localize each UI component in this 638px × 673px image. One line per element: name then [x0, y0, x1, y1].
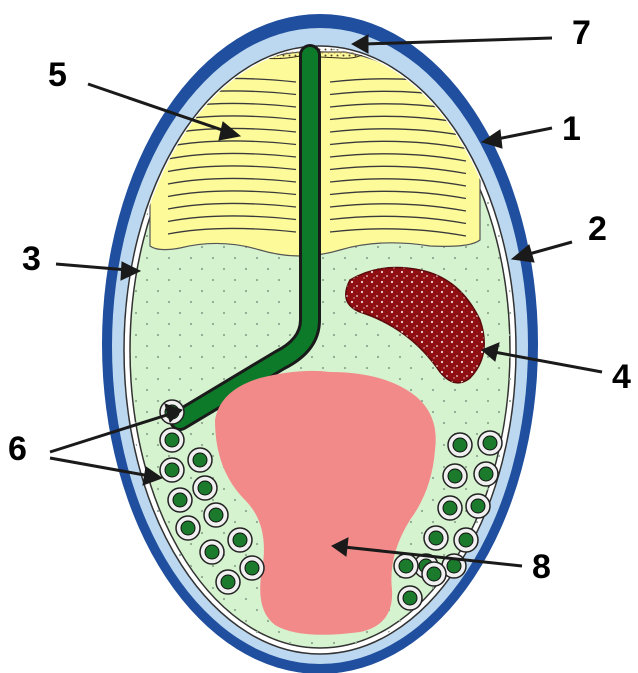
vesicle-core — [165, 463, 179, 477]
vesicle-core — [205, 545, 219, 559]
vesicle — [454, 528, 478, 552]
vesicle — [160, 458, 184, 482]
vesicle — [438, 496, 462, 520]
vesicle-core — [399, 559, 413, 573]
vesicle — [200, 540, 224, 564]
vesicle-core — [479, 467, 493, 481]
vesicle-core — [245, 561, 259, 575]
vesicle-core — [403, 591, 417, 605]
vesicle — [466, 494, 490, 518]
vesicle-core — [209, 508, 223, 522]
vesicle-core — [448, 469, 462, 483]
label-8: 8 — [532, 548, 551, 586]
vesicle-core — [427, 567, 441, 581]
label-1: 1 — [562, 110, 581, 148]
vesicle-core — [165, 433, 179, 447]
vesicle-core — [453, 438, 467, 452]
vesicle — [398, 586, 422, 610]
label-7: 7 — [572, 14, 591, 52]
vesicle — [240, 556, 264, 580]
vesicle-core — [483, 436, 497, 450]
vesicle — [228, 528, 252, 552]
vesicle-core — [221, 575, 235, 589]
vesicle — [424, 526, 448, 550]
vesicle-core — [193, 453, 207, 467]
vesicle — [188, 448, 212, 472]
vesicle-core — [181, 521, 195, 535]
label-5: 5 — [48, 56, 67, 94]
vesicle — [422, 562, 446, 586]
vesicle — [394, 554, 418, 578]
vesicle — [193, 476, 217, 500]
label-3: 3 — [22, 240, 41, 278]
vesicle-core — [429, 531, 443, 545]
label-4: 4 — [612, 358, 631, 396]
vesicle-core — [447, 559, 461, 573]
label-2: 2 — [588, 210, 607, 248]
vesicle — [443, 464, 467, 488]
vesicle-core — [471, 499, 485, 513]
vesicle — [216, 570, 240, 594]
vesicle-core — [173, 493, 187, 507]
vesicle-core — [459, 533, 473, 547]
vesicle — [474, 462, 498, 486]
label-6: 6 — [8, 430, 27, 468]
vesicle-core — [233, 533, 247, 547]
vesicle-core — [198, 481, 212, 495]
vesicle — [478, 431, 502, 455]
vesicle — [160, 428, 184, 452]
vesicle-core — [443, 501, 457, 515]
vesicle — [176, 516, 200, 540]
vesicle — [168, 488, 192, 512]
vesicle — [204, 503, 228, 527]
vesicle — [448, 433, 472, 457]
